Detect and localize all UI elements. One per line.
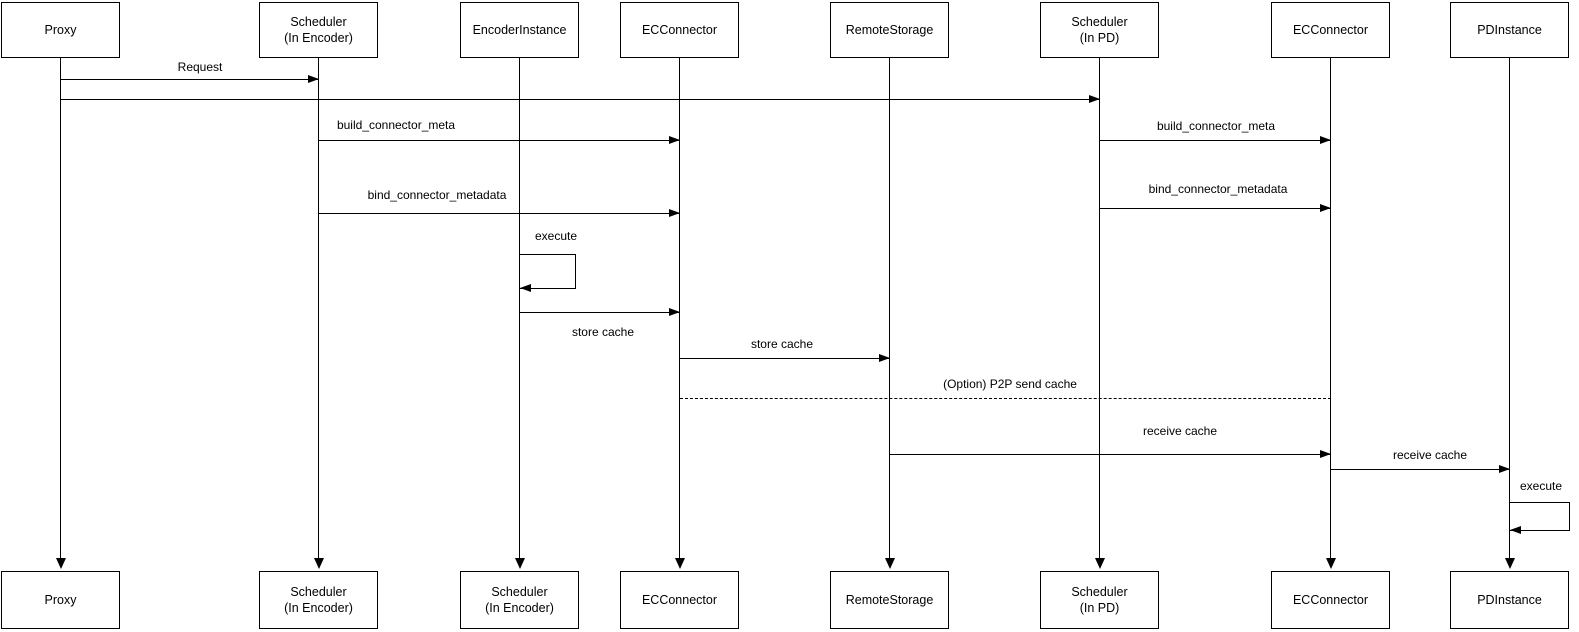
message-label-5: bind_connector_metadata [1148,182,1288,196]
message-line-8 [679,398,1331,399]
participant-label-line: PDInstance [1477,23,1542,37]
message-line-7 [679,358,890,359]
message-arrowhead-icon-6 [668,308,680,316]
message-arrowhead-icon-0 [307,75,319,83]
message-arrowhead-icon-4 [668,209,680,217]
participant-label-line: Scheduler [1071,15,1128,29]
message-line-4 [318,213,680,214]
message-arrowhead-icon-7 [878,354,890,362]
lifeline-end-arrow-icon-proxy [55,558,66,569]
self-loop-encoder-instance [519,254,576,289]
participant-label-line: EncoderInstance [472,23,567,37]
message-label-7: store cache [750,337,814,351]
lifeline-bottom-box-ec-connector-1: ECConnector [620,571,739,629]
participant-label-line: ECConnector [1292,593,1369,607]
lifeline-end-arrow-icon-remote-storage [884,558,895,569]
lifeline-end-arrow-icon-encoder-instance [514,558,525,569]
lifeline-top-box-pd-instance: PDInstance [1450,2,1569,58]
self-loop-arrowhead-icon-pd-instance [1509,526,1521,534]
lifeline-bottom-box-remote-storage: RemoteStorage [830,571,949,629]
self-loop-label-pd-instance: execute [1519,479,1563,493]
message-label-6: store cache [571,325,635,339]
lifeline-top-box-ec-connector-1: ECConnector [620,2,739,58]
message-line-5 [1099,208,1331,209]
message-line-1 [60,99,1100,100]
lifeline-ec-connector-1 [679,58,680,560]
message-arrowhead-icon-3 [1319,136,1331,144]
self-loop-arrowhead-icon-encoder-instance [519,284,531,292]
lifeline-top-box-scheduler-in-encoder: Scheduler (In Encoder) [259,2,378,58]
message-line-6 [519,312,680,313]
message-line-0 [60,79,319,80]
self-loop-label-encoder-instance: execute [534,229,578,243]
lifeline-encoder-instance [519,58,520,560]
participant-label-line: Scheduler [290,585,347,599]
message-arrowhead-icon-2 [668,136,680,144]
message-label-2: build_connector_meta [336,118,456,132]
message-arrowhead-icon-9 [1319,450,1331,458]
lifeline-top-box-remote-storage: RemoteStorage [830,2,949,58]
participant-label-line: Scheduler [290,15,347,29]
lifeline-scheduler-in-encoder [318,58,319,560]
lifeline-bottom-box-encoder-instance: Scheduler (In Encoder) [460,571,579,629]
message-arrowhead-icon-10 [1498,465,1510,473]
message-label-3: build_connector_meta [1156,119,1276,133]
message-arrowhead-icon-1 [1088,95,1100,103]
lifeline-bottom-box-scheduler-in-pd: Scheduler (In PD) [1040,571,1159,629]
lifeline-bottom-box-scheduler-in-encoder: Scheduler (In Encoder) [259,571,378,629]
lifeline-bottom-box-pd-instance: PDInstance [1450,571,1569,629]
participant-label-line: (In Encoder) [284,601,353,615]
participant-label-line: (In Encoder) [485,601,554,615]
message-label-8: (Option) P2P send cache [943,377,1077,391]
participant-label-line: RemoteStorage [845,593,934,607]
participant-label-line: (In PD) [1079,601,1120,615]
lifeline-end-arrow-icon-pd-instance [1504,558,1515,569]
participant-label-line: RemoteStorage [845,23,934,37]
message-label-0: Request [177,60,223,74]
message-line-3 [1099,140,1331,141]
lifeline-pd-instance [1509,58,1510,560]
lifeline-end-arrow-icon-scheduler-in-encoder [313,558,324,569]
lifeline-top-box-encoder-instance: EncoderInstance [460,2,579,58]
lifeline-remote-storage [889,58,890,560]
participant-label-line: (In PD) [1079,31,1120,45]
participant-label-line: Scheduler [491,585,548,599]
lifeline-ec-connector-2 [1330,58,1331,560]
participant-label-line: PDInstance [1477,593,1542,607]
participant-label-line: ECConnector [641,23,718,37]
participant-label-line: ECConnector [641,593,718,607]
lifeline-proxy [60,58,61,560]
participant-label-line: Proxy [44,23,77,37]
message-label-4: bind_connector_metadata [367,188,507,202]
lifeline-top-box-proxy: Proxy [1,2,120,58]
message-line-2 [318,140,680,141]
lifeline-end-arrow-icon-ec-connector-1 [674,558,685,569]
message-label-10: receive cache [1392,448,1468,462]
participant-label-line: ECConnector [1292,23,1369,37]
participant-label-line: Proxy [44,593,77,607]
message-line-9 [889,454,1331,455]
lifeline-scheduler-in-pd [1099,58,1100,560]
self-loop-pd-instance [1509,502,1570,531]
message-arrowhead-icon-5 [1319,204,1331,212]
lifeline-bottom-box-ec-connector-2: ECConnector [1271,571,1390,629]
participant-label-line: Scheduler [1071,585,1128,599]
lifeline-top-box-scheduler-in-pd: Scheduler (In PD) [1040,2,1159,58]
message-line-10 [1330,469,1510,470]
message-label-9: receive cache [1142,424,1218,438]
lifeline-end-arrow-icon-scheduler-in-pd [1094,558,1105,569]
lifeline-end-arrow-icon-ec-connector-2 [1325,558,1336,569]
lifeline-top-box-ec-connector-2: ECConnector [1271,2,1390,58]
lifeline-bottom-box-proxy: Proxy [1,571,120,629]
participant-label-line: (In Encoder) [284,31,353,45]
